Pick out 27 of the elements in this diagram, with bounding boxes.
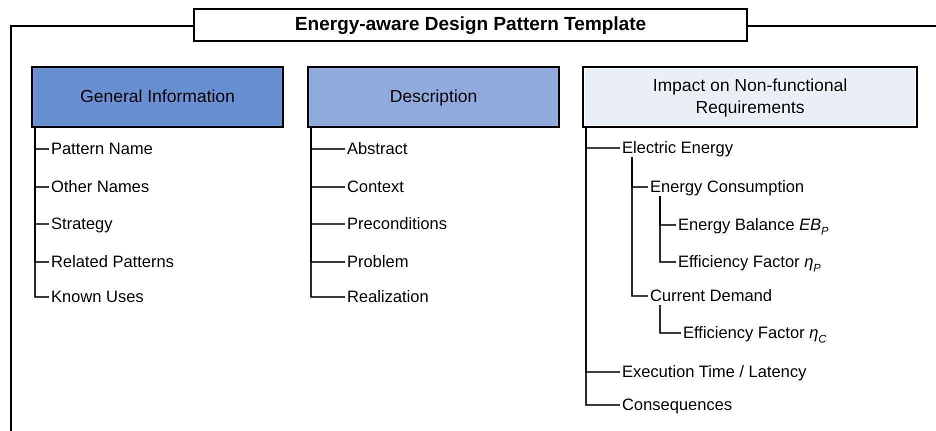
tree-item: Realization <box>347 286 429 308</box>
title: Energy-aware Design Pattern Template <box>193 8 748 42</box>
tree-item: Current Demand <box>650 285 772 307</box>
tree-item: Abstract <box>347 138 408 160</box>
tree-item: Other Names <box>51 176 150 198</box>
category-box: General Information <box>31 66 284 128</box>
tree-item: Energy Consumption <box>650 176 804 198</box>
tree-item: Preconditions <box>347 213 447 235</box>
tree-item: Known Uses <box>51 286 144 308</box>
tree-item: Related Patterns <box>51 251 174 273</box>
tree-connector <box>34 128 49 298</box>
tree-item: Strategy <box>51 213 112 235</box>
tree-connector <box>659 305 681 334</box>
tree-item: Problem <box>347 251 408 273</box>
category-box: Impact on Non-functional Requirements <box>582 66 918 128</box>
category-box: Description <box>307 66 560 128</box>
tree-item: Electric Energy <box>622 137 733 159</box>
tree-item: Efficiency Factor η$_{P}$ <box>678 251 821 273</box>
tree-item: Context <box>347 176 404 198</box>
tree-item: Execution Time / Latency <box>622 361 806 383</box>
tree-item: Pattern Name <box>51 138 153 160</box>
tree-connector <box>659 196 676 263</box>
tree-connector <box>631 157 648 297</box>
tree-item: Consequences <box>622 394 732 416</box>
tree-item: Energy Balance EB$_{P}$ <box>678 214 828 236</box>
tree-connector <box>310 128 345 298</box>
tree-item: Efficiency Factor η$_{C}$ <box>683 322 826 344</box>
